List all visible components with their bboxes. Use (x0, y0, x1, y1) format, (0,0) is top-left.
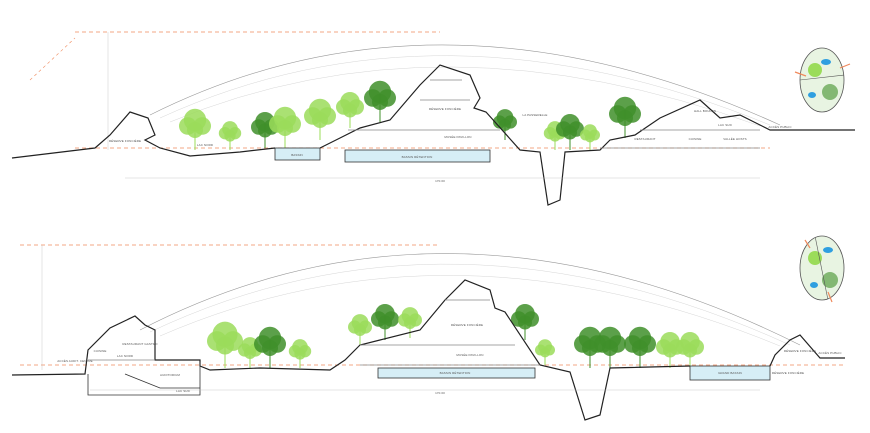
retention-basin (344, 149, 491, 163)
label-reserve: RÉSERVE FONCIÈRE (109, 138, 141, 143)
label-lac-nord: LAC NORD (197, 143, 214, 147)
label-bassin-retention: BASSIN RÉTENTION (402, 154, 433, 159)
tree-icon (207, 321, 244, 368)
label-reserve-far: RÉSERVE FONCIÈRE (772, 370, 804, 375)
grand-basin (689, 365, 771, 381)
label-reserve-center: RÉSERVE FONCIÈRE (451, 322, 483, 327)
terrain-profile (11, 279, 845, 421)
label-restaurant: RESTAURANT GASTRO (122, 342, 158, 346)
label-hall: HALL BOULON (694, 109, 716, 113)
key-plan-bottom (799, 235, 845, 303)
dimension-label: 170.00 (435, 391, 445, 395)
basin (274, 147, 321, 161)
label-restaurant: RESTAURANT (634, 137, 655, 141)
label-lac-sud: LAC SUD (176, 389, 190, 393)
auditorium-outline (87, 362, 201, 396)
label-lac-sud: LAC SUD (718, 123, 732, 127)
label-cuisine: CUISINE (689, 137, 702, 141)
section-top: RÉSERVE FONCIÈRE LAC NORD BASSIN BASSIN … (11, 31, 855, 206)
tree-icon (218, 121, 242, 150)
tree-icon (580, 124, 600, 150)
tree-icon (371, 303, 399, 340)
label-musee: MUSÉE PAVILLON (444, 134, 471, 139)
tree-icon (535, 339, 555, 365)
tree-icon (556, 113, 584, 150)
tree-icon (179, 108, 211, 150)
dimension-label: 170.00 (435, 179, 445, 183)
tree-icon (269, 106, 302, 148)
tree-icon (594, 326, 626, 368)
label-acces-public: ACCÈS PUBLIC (818, 350, 842, 355)
section-bottom: ACCÈS AUDIT. CENTRE CUISINE RESTAURANT G… (11, 244, 845, 421)
tree-icon (288, 339, 312, 368)
label-acces-public: ACCÈS PUBLIC (768, 124, 792, 129)
dome-roof (139, 253, 801, 346)
tree-icon (511, 303, 539, 340)
label-cuisine: CUISINE (94, 349, 107, 353)
retention-basin (377, 367, 536, 379)
tree-icon (624, 326, 656, 368)
tree-icon (398, 307, 422, 338)
terrain-profile (11, 64, 855, 206)
tree-icon (609, 96, 641, 138)
tree-icon (493, 109, 517, 140)
label-auditorium: AUDITORIUM (160, 373, 180, 377)
label-reserve-center: RÉSERVE FONCIÈRE (429, 106, 461, 111)
label-bassin-retention: BASSIN RÉTENTION (440, 370, 471, 375)
label-reserve-right: RÉSERVE FONCIÈRE (784, 348, 816, 353)
tree-icon (348, 314, 372, 345)
tree-icon (364, 80, 397, 122)
label-passerelle: LA PASSERELLE (523, 113, 548, 117)
label-acces: ACCÈS AUDIT. CENTRE (57, 358, 93, 363)
label-musee: MUSÉE PAVILLON (456, 352, 483, 357)
key-plan-top (794, 47, 851, 113)
tree-icon (336, 91, 364, 128)
label-vallee: VALLÉE HOSTS (723, 136, 747, 141)
tree-icon (676, 331, 704, 368)
dome-roof (149, 44, 781, 126)
tree-icon (304, 98, 337, 140)
label-grand-bassin: GRAND BASSIN (718, 371, 742, 375)
label-lac-nord: LAC NORD (117, 354, 134, 358)
label-bassin: BASSIN (291, 153, 303, 157)
tree-icon (253, 326, 287, 368)
